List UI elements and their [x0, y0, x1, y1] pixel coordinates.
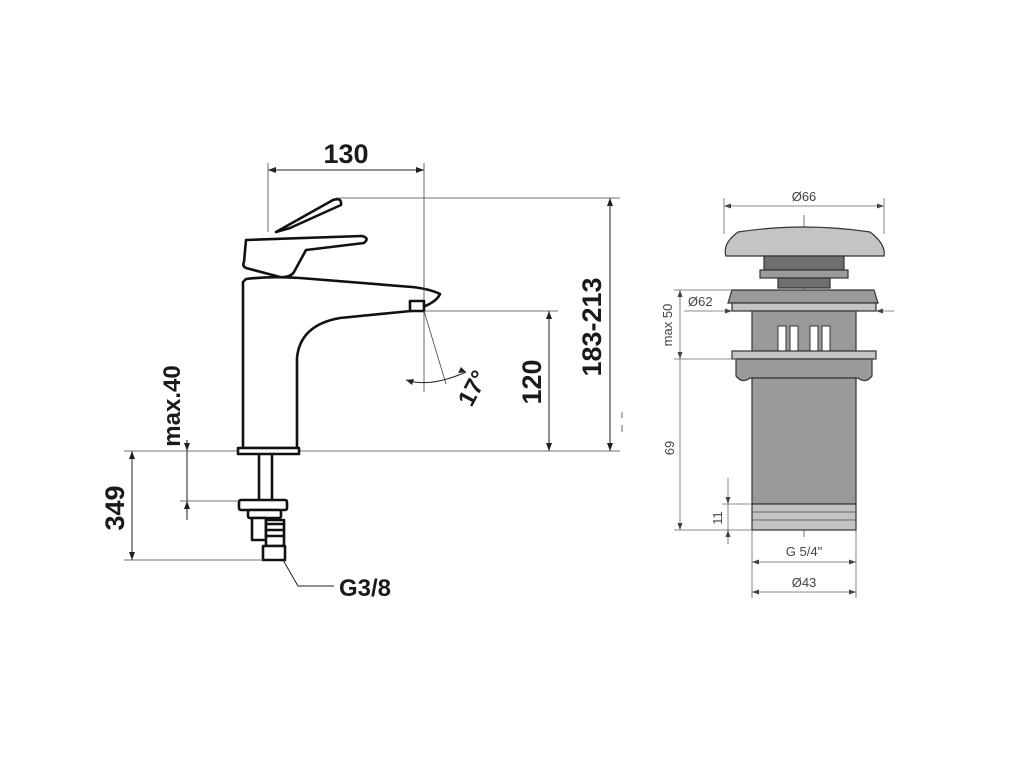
- body-height-label: 69: [662, 441, 677, 455]
- body-diameter-label: Ø43: [792, 575, 817, 590]
- flange-diameter-label: Ø62: [688, 294, 713, 309]
- waste-slot-2: [789, 325, 799, 353]
- waste-neck-ring: [759, 269, 849, 279]
- dim-width-label: 130: [323, 139, 368, 169]
- ext-angle-slanted: [423, 310, 447, 385]
- cap-diameter-label: Ø66: [792, 189, 817, 204]
- waste-gasket-top: [731, 302, 877, 312]
- thread-height-label: 11: [710, 511, 725, 525]
- thread-label: G 5/4": [786, 544, 823, 559]
- waste-slot-4: [821, 325, 831, 353]
- waste-slot-1: [777, 325, 787, 353]
- faucet-hose-connector-3: [261, 544, 287, 562]
- dim-angle-arrows: [406, 367, 466, 385]
- dim-max-thickness-label: max.40: [159, 365, 186, 446]
- waste-thread: [751, 503, 857, 531]
- faucet-aerator: [408, 299, 426, 313]
- faucet-base: [236, 446, 301, 456]
- waste-neck: [763, 255, 845, 271]
- faucet-handle-body: [242, 234, 368, 279]
- dim-angle-arc: [405, 371, 467, 384]
- leader-connection: [282, 559, 334, 587]
- faucet-hose-connector-1: [250, 516, 268, 542]
- dim-69-arrow: [677, 523, 683, 530]
- waste-stem: [777, 277, 831, 289]
- connection-label: G3/8: [339, 575, 391, 602]
- max-thickness-label: max 50: [660, 304, 675, 347]
- waste-gasket-bottom: [731, 350, 877, 360]
- waste-dimensions: Ø66 Ø62 max 50 69 11 G 5/4" Ø43: [660, 189, 894, 598]
- faucet-drawing: [236, 197, 442, 562]
- waste-flange: [727, 289, 879, 304]
- dim-hose-length-label: 349: [100, 485, 130, 530]
- dim-spout-height-label: 120: [517, 359, 547, 404]
- waste-nut: [735, 358, 873, 382]
- faucet-lever: [274, 197, 343, 234]
- waste-drawing: [724, 215, 885, 540]
- waste-sink-section: [751, 310, 857, 352]
- faucet-mount-washer: [237, 498, 289, 512]
- dim-50-arrows: [677, 290, 683, 359]
- faucet-body: [241, 275, 442, 450]
- dim-total-height-label: 183-213: [577, 277, 607, 376]
- waste-body: [751, 377, 857, 505]
- waste-slot-3: [809, 325, 819, 353]
- waste-cap: [724, 226, 885, 257]
- faucet-dimensions: 130 183-213 120 17° max.40 349 G3/8: [100, 139, 623, 602]
